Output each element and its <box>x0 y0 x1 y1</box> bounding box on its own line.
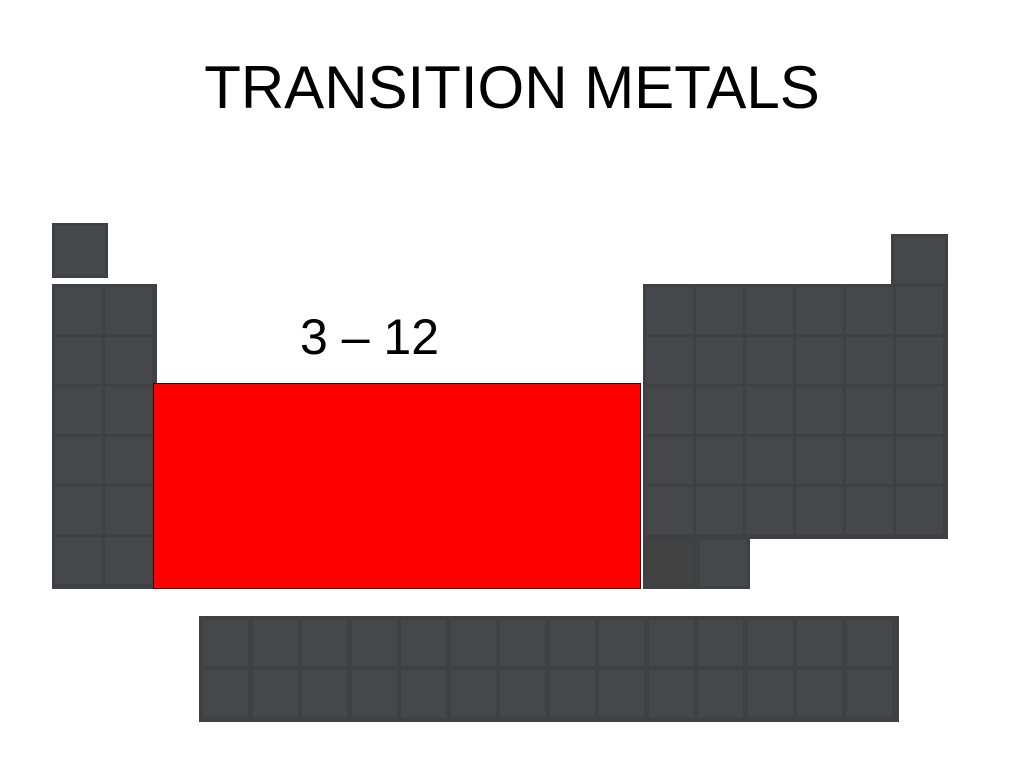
element-cell <box>646 337 693 384</box>
element-cell <box>646 387 693 434</box>
element-cell <box>646 487 693 534</box>
element-cell <box>797 670 842 717</box>
element-cell <box>846 670 892 717</box>
element-cell <box>896 437 943 484</box>
element-cell <box>696 437 743 484</box>
element-cell <box>796 387 843 434</box>
element-cell <box>450 670 496 717</box>
element-cell <box>500 620 545 666</box>
group-range-label: 3 – 12 <box>300 309 440 365</box>
element-cell <box>646 437 693 484</box>
element-cell <box>896 287 943 334</box>
element-cell <box>55 287 102 334</box>
element-cell <box>55 337 102 384</box>
element-cell <box>105 287 152 334</box>
element-cell <box>698 620 743 666</box>
element-cell <box>252 670 298 717</box>
element-cell <box>55 487 102 534</box>
element-cell <box>549 620 595 666</box>
element-cell <box>105 337 152 384</box>
element-cell <box>846 337 893 384</box>
element-cell <box>696 337 743 384</box>
element-cell <box>896 337 943 384</box>
element-cell <box>500 670 545 717</box>
element-cell <box>105 537 152 584</box>
transition-metals-highlight <box>153 383 641 589</box>
element-cell <box>599 620 644 666</box>
element-cell <box>747 620 793 666</box>
element-cell <box>846 387 893 434</box>
element-cell <box>698 670 743 717</box>
element-cell <box>401 620 446 666</box>
element-cell <box>896 487 943 534</box>
element-cell <box>746 287 793 334</box>
element-cell <box>351 670 397 717</box>
element-cell <box>648 620 694 666</box>
element-cell <box>351 620 397 666</box>
element-cell <box>55 226 105 275</box>
element-cell <box>646 540 693 586</box>
slide-title: TRANSITION METALS <box>204 54 820 121</box>
element-cell <box>203 670 248 717</box>
element-cell <box>746 337 793 384</box>
element-cell <box>796 287 843 334</box>
element-cell <box>846 487 893 534</box>
element-cell <box>450 620 496 666</box>
element-cell <box>797 620 842 666</box>
element-cell <box>746 487 793 534</box>
element-cell <box>549 670 595 717</box>
element-cell <box>696 287 743 334</box>
element-cell <box>696 387 743 434</box>
element-cell <box>55 537 102 584</box>
element-cell <box>746 387 793 434</box>
element-cell <box>846 620 892 666</box>
element-cell <box>302 620 347 666</box>
element-cell <box>700 540 747 586</box>
element-cell <box>796 487 843 534</box>
element-cell <box>896 387 943 434</box>
element-cell <box>302 670 347 717</box>
element-cell <box>746 437 793 484</box>
element-cell <box>252 620 298 666</box>
element-cell <box>846 287 893 334</box>
element-cell <box>203 620 248 666</box>
element-cell <box>747 670 793 717</box>
element-cell <box>796 337 843 384</box>
element-cell <box>105 487 152 534</box>
element-cell <box>646 287 693 334</box>
element-cell <box>401 670 446 717</box>
element-cell <box>105 437 152 484</box>
element-cell <box>648 670 694 717</box>
element-cell <box>105 387 152 434</box>
element-cell <box>894 237 945 284</box>
element-cell <box>599 670 644 717</box>
element-cell <box>846 437 893 484</box>
element-cell <box>55 387 102 434</box>
element-cell <box>796 437 843 484</box>
element-cell <box>696 487 743 534</box>
element-cell <box>55 437 102 484</box>
